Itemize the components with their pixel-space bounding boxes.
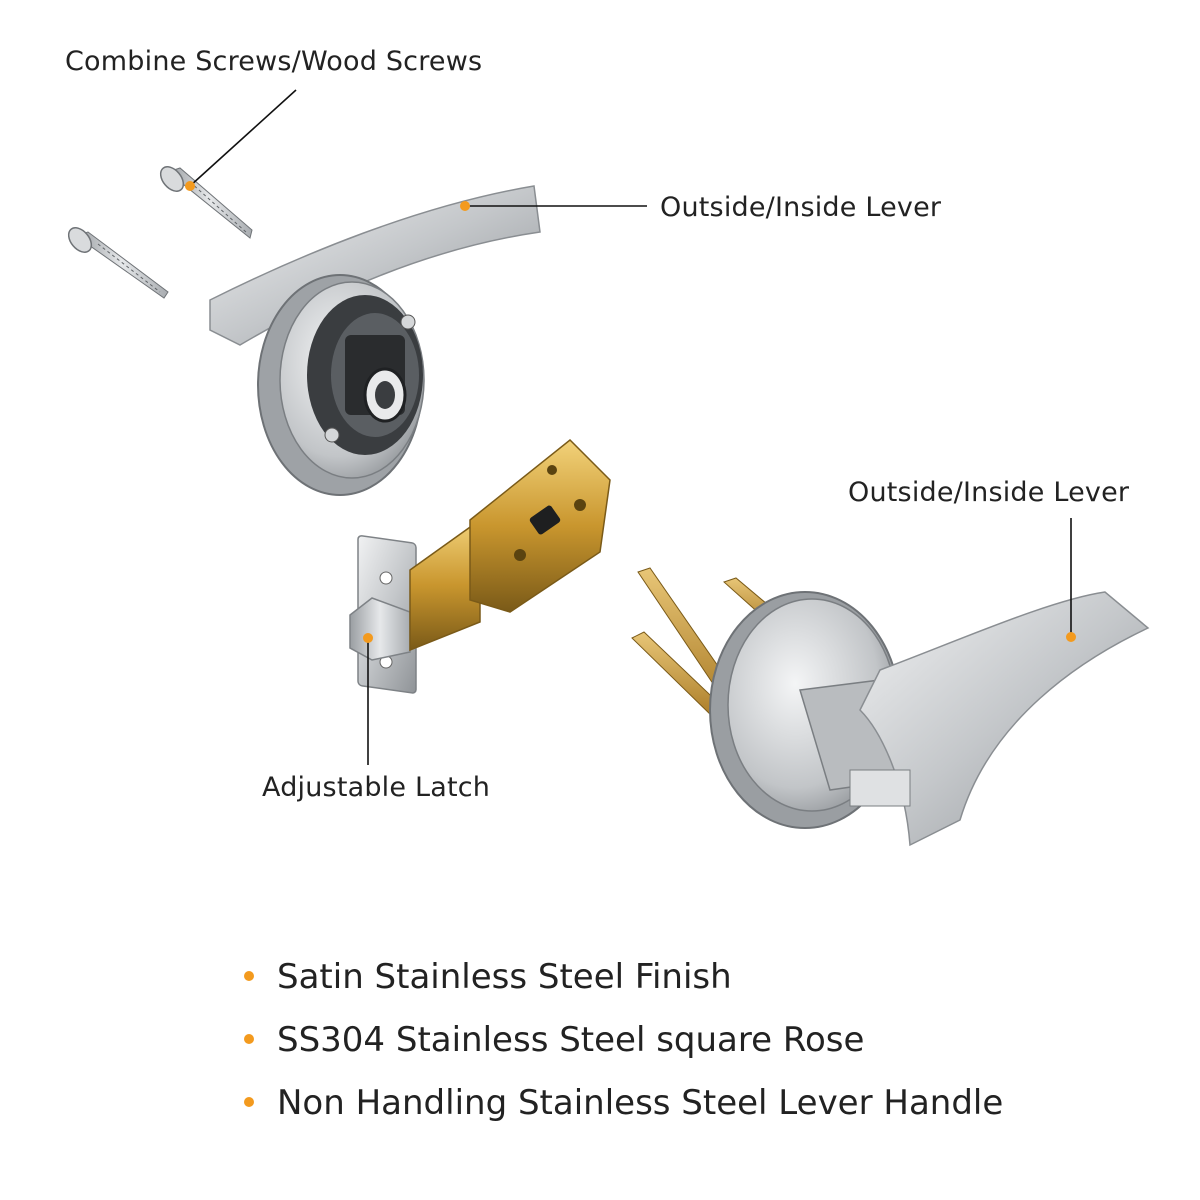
latch-marker — [363, 633, 373, 643]
screws-label: Combine Screws/Wood Screws — [65, 46, 483, 77]
latch-label: Adjustable Latch — [262, 772, 491, 803]
lever-top-marker — [460, 201, 470, 211]
lever-right-marker — [1066, 632, 1076, 642]
lower-lever-assembly — [631, 567, 1150, 847]
feature-item: Non Handling Stainless Steel Lever Handl… — [244, 1076, 1003, 1139]
feature-text: Satin Stainless Steel Finish — [277, 957, 732, 997]
bullet-dot — [244, 971, 254, 981]
wood-screw-lower — [67, 227, 169, 299]
feature-text: SS304 Stainless Steel square Rose — [277, 1020, 865, 1060]
upper-lever-assembly — [209, 185, 541, 496]
feature-item: Satin Stainless Steel Finish — [244, 950, 1003, 1013]
feature-item: SS304 Stainless Steel square Rose — [244, 1013, 1003, 1076]
lever-right-label: Outside/Inside Lever — [848, 477, 1130, 508]
adjustable-latch — [349, 438, 611, 694]
callout-lines — [185, 89, 1076, 765]
lever-top-label: Outside/Inside Lever — [660, 192, 942, 223]
feature-list: Satin Stainless Steel Finish SS304 Stain… — [244, 950, 1003, 1139]
screws-marker — [185, 181, 195, 191]
bullet-dot — [244, 1034, 254, 1044]
feature-text: Non Handling Stainless Steel Lever Handl… — [277, 1083, 1004, 1123]
bullet-dot — [244, 1097, 254, 1107]
